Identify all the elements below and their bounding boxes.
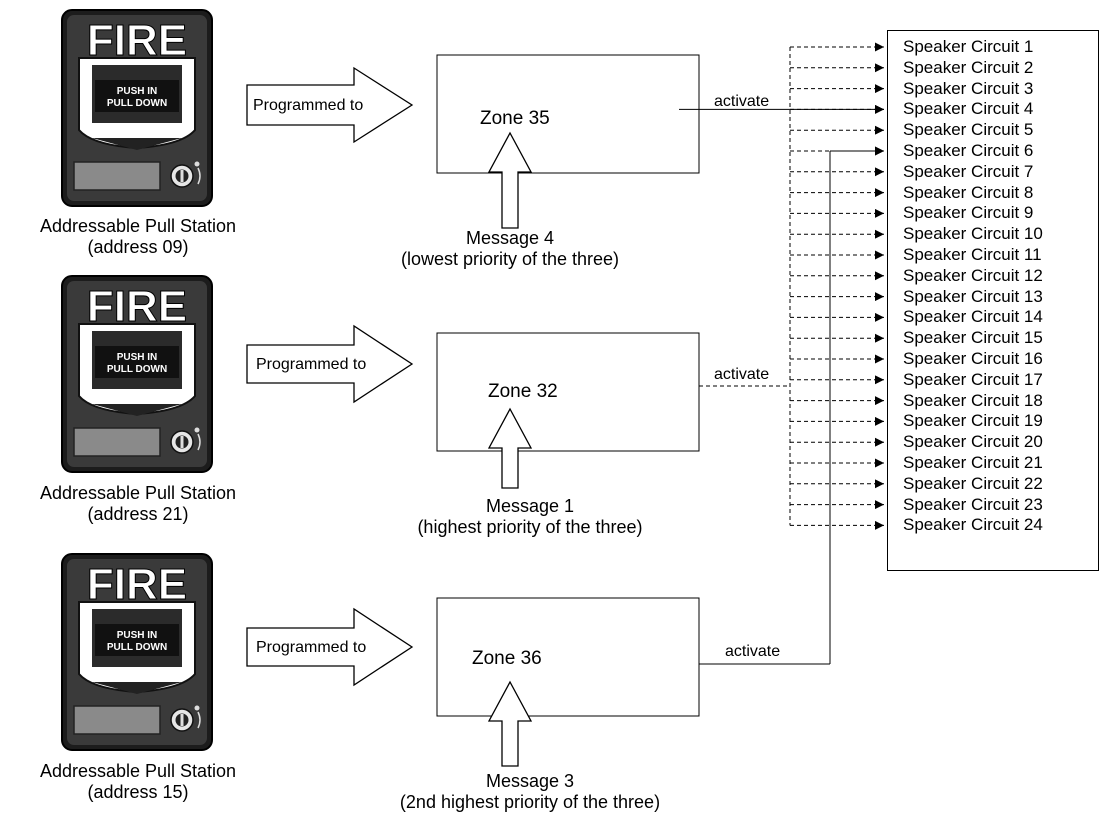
speaker-circuit-label: Speaker Circuit 15 xyxy=(903,328,1043,348)
speaker-connections xyxy=(679,42,884,665)
zone-box xyxy=(436,597,700,717)
zone-box xyxy=(436,54,700,174)
speaker-circuit-label: Speaker Circuit 9 xyxy=(903,203,1034,223)
speaker-circuit-label: Speaker Circuit 7 xyxy=(903,161,1034,181)
programmed-to-label: Programmed to xyxy=(256,356,367,373)
speaker-circuit-label: Speaker Circuit 21 xyxy=(903,453,1043,472)
speaker-circuit-label: Speaker Circuit 3 xyxy=(903,78,1034,98)
station-caption: Addressable Pull Station (address 09) xyxy=(39,216,237,257)
fire-text: FIRE xyxy=(87,282,187,331)
speaker-circuit-label: Speaker Circuit 5 xyxy=(903,120,1034,140)
speaker-circuit-label: Speaker Circuit 13 xyxy=(903,286,1043,306)
speaker-circuit-label: Speaker Circuit 24 xyxy=(903,515,1043,535)
pull-station-icon: FIRE PUSH IN PULL DOWN xyxy=(61,9,213,207)
speaker-circuit-label: Speaker Circuit 6 xyxy=(903,141,1034,160)
pull-station-icon: FIRE PUSH IN PULL DOWN xyxy=(61,275,213,473)
message-label: Message 3 (2nd highest priority of the t… xyxy=(399,771,661,812)
speaker-circuit-label: Speaker Circuit 14 xyxy=(903,307,1043,327)
station-caption: Addressable Pull Station (address 15) xyxy=(39,761,237,802)
speaker-circuit-label: Speaker Circuit 18 xyxy=(903,390,1043,410)
speaker-circuit-label: Speaker Circuit 10 xyxy=(903,224,1043,244)
push-in-text: PUSH IN xyxy=(117,630,158,641)
fire-text: FIRE xyxy=(87,16,187,65)
activate-label: activate xyxy=(725,643,781,660)
speaker-circuit-label: Speaker Circuit 4 xyxy=(903,99,1034,119)
activate-label: activate xyxy=(714,366,770,383)
programmed-to-label: Programmed to xyxy=(256,639,367,656)
station-caption: Addressable Pull Station (address 21) xyxy=(39,483,237,524)
pull-down-text: PULL DOWN xyxy=(107,364,167,375)
pull-station-icon: FIRE PUSH IN PULL DOWN xyxy=(61,553,213,751)
pull-down-text: PULL DOWN xyxy=(107,98,167,109)
zone-label: Zone 36 xyxy=(472,648,542,669)
hollow-arrow-icon xyxy=(246,66,414,687)
zone-label: Zone 32 xyxy=(488,381,558,402)
push-in-text: PUSH IN xyxy=(117,352,158,363)
speaker-circuit-panel xyxy=(887,30,1099,571)
speaker-circuit-label: Speaker Circuit 22 xyxy=(903,473,1043,493)
speaker-circuit-label: Speaker Circuit 20 xyxy=(903,432,1043,452)
speaker-circuit-label: Speaker Circuit 12 xyxy=(903,265,1043,285)
message-label: Message 4 (lowest priority of the three) xyxy=(400,228,620,269)
activate-label: activate xyxy=(714,93,770,110)
speaker-circuit-label: Speaker Circuit 17 xyxy=(903,369,1043,389)
programmed-to-label: Programmed to xyxy=(253,97,364,114)
speaker-circuit-label: Speaker Circuit 16 xyxy=(903,349,1043,368)
speaker-circuit-label: Speaker Circuit 19 xyxy=(903,411,1043,431)
message-label: Message 1 (highest priority of the three… xyxy=(417,496,643,537)
speaker-circuit-label: Speaker Circuit 2 xyxy=(903,57,1034,77)
speaker-circuit-label: Speaker Circuit 11 xyxy=(903,245,1042,264)
zone-label: Zone 35 xyxy=(480,108,550,129)
push-in-text: PUSH IN xyxy=(117,86,158,97)
pull-down-text: PULL DOWN xyxy=(107,642,167,653)
speaker-circuit-label: Speaker Circuit 8 xyxy=(903,182,1034,202)
zone-box xyxy=(436,332,700,452)
speaker-circuit-label: Speaker Circuit 23 xyxy=(903,494,1043,514)
speaker-circuit-label: Speaker Circuit 1 xyxy=(903,37,1034,56)
hollow-arrow-icon xyxy=(487,131,533,767)
fire-text: FIRE xyxy=(87,560,187,609)
